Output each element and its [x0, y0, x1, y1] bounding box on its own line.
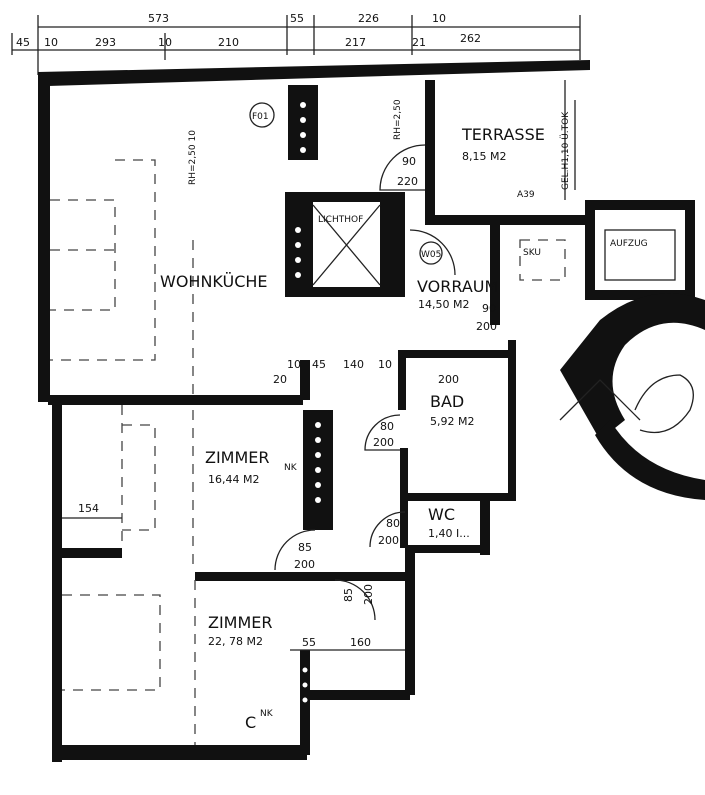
- door-dim: 200: [476, 320, 497, 333]
- railing-annotation: GEL.H1,10 Ü.TOK: [560, 111, 571, 190]
- room-area-terrasse: 8,15 M2: [462, 150, 506, 163]
- room-label-vorraum: VORRAUM: [417, 277, 498, 296]
- door-dim: 200: [378, 534, 399, 547]
- dim-text: 200: [438, 373, 459, 386]
- dim-text: 140: [343, 358, 364, 371]
- room-label-bad: BAD: [430, 392, 464, 411]
- dim-text: 573: [148, 12, 169, 25]
- door-dim: 85: [342, 588, 355, 602]
- door-dim: 200: [294, 558, 315, 571]
- marker-text: W05: [421, 250, 441, 260]
- room-label-terrasse: TERRASSE: [461, 125, 545, 144]
- marker-a39: A39: [517, 190, 535, 200]
- room-area-zimmer-2: 22, 78 M2: [208, 635, 263, 648]
- room-area-vorraum: 14,50 M2: [418, 298, 469, 311]
- dim-text: 10: [44, 36, 58, 49]
- room-label-wc: WC: [428, 505, 455, 524]
- dim-text: 20: [273, 373, 287, 386]
- marker-w05: W05: [419, 241, 443, 265]
- door-dim: 220: [397, 175, 418, 188]
- dim-text: 226: [358, 12, 379, 25]
- door-dim: 200: [362, 584, 375, 605]
- furniture-outlines: [50, 80, 576, 745]
- dim-text: 160: [350, 636, 371, 649]
- dim-text: 55: [302, 636, 316, 649]
- room-label-aufzug: AUFZUG: [610, 239, 648, 249]
- walls: [38, 60, 705, 762]
- dim-text: 55: [290, 12, 304, 25]
- dim-text: 10: [287, 358, 301, 371]
- height-annotation-wohn: RH=2,50 10: [188, 130, 198, 185]
- marker-nk: NK: [260, 709, 274, 719]
- dim-text: 10: [378, 358, 392, 371]
- marker-f01: F01: [249, 102, 275, 128]
- marker-text: F01: [252, 112, 269, 122]
- top-dimensions: 573 55 226 10 45 10 293 10 210 217 21 26…: [16, 12, 481, 49]
- marker-sku: SKU: [523, 248, 541, 258]
- door-dim: 90: [482, 302, 496, 315]
- height-annotation-terrasse: RH=2,50: [393, 99, 403, 140]
- shaft-dots: [295, 102, 321, 703]
- room-area-zimmer-1: 16,44 M2: [208, 473, 259, 486]
- room-label-lichthof: LICHTHOF: [318, 215, 363, 225]
- door-dim: 200: [373, 436, 394, 449]
- dim-text: 262: [460, 32, 481, 45]
- dim-text: 10: [432, 12, 446, 25]
- dim-text: 293: [95, 36, 116, 49]
- dim-text: 45: [312, 358, 326, 371]
- door-dim: 85: [298, 541, 312, 554]
- dim-text: 210: [218, 36, 239, 49]
- door-dim: 90: [402, 155, 416, 168]
- room-suffix-zimmer-1: NK: [284, 463, 298, 473]
- dim-text: 45: [16, 36, 30, 49]
- room-area-bad: 5,92 M2: [430, 415, 474, 428]
- marker-c: C: [245, 713, 256, 732]
- dim-text: 10: [158, 36, 172, 49]
- dim-text: 154: [78, 502, 99, 515]
- dimension-lines: [11, 15, 581, 75]
- dim-text: 217: [345, 36, 366, 49]
- room-label-zimmer-1: ZIMMER: [205, 448, 270, 467]
- doors: [274, 144, 456, 621]
- room-area-wc: 1,40 I...: [428, 527, 470, 540]
- door-dim: 80: [386, 517, 400, 530]
- dim-text: 21: [412, 36, 426, 49]
- room-label-wohnkueche: WOHNKÜCHE: [160, 272, 268, 291]
- room-label-zimmer-2: ZIMMER: [208, 613, 273, 632]
- door-dim: 80: [380, 420, 394, 433]
